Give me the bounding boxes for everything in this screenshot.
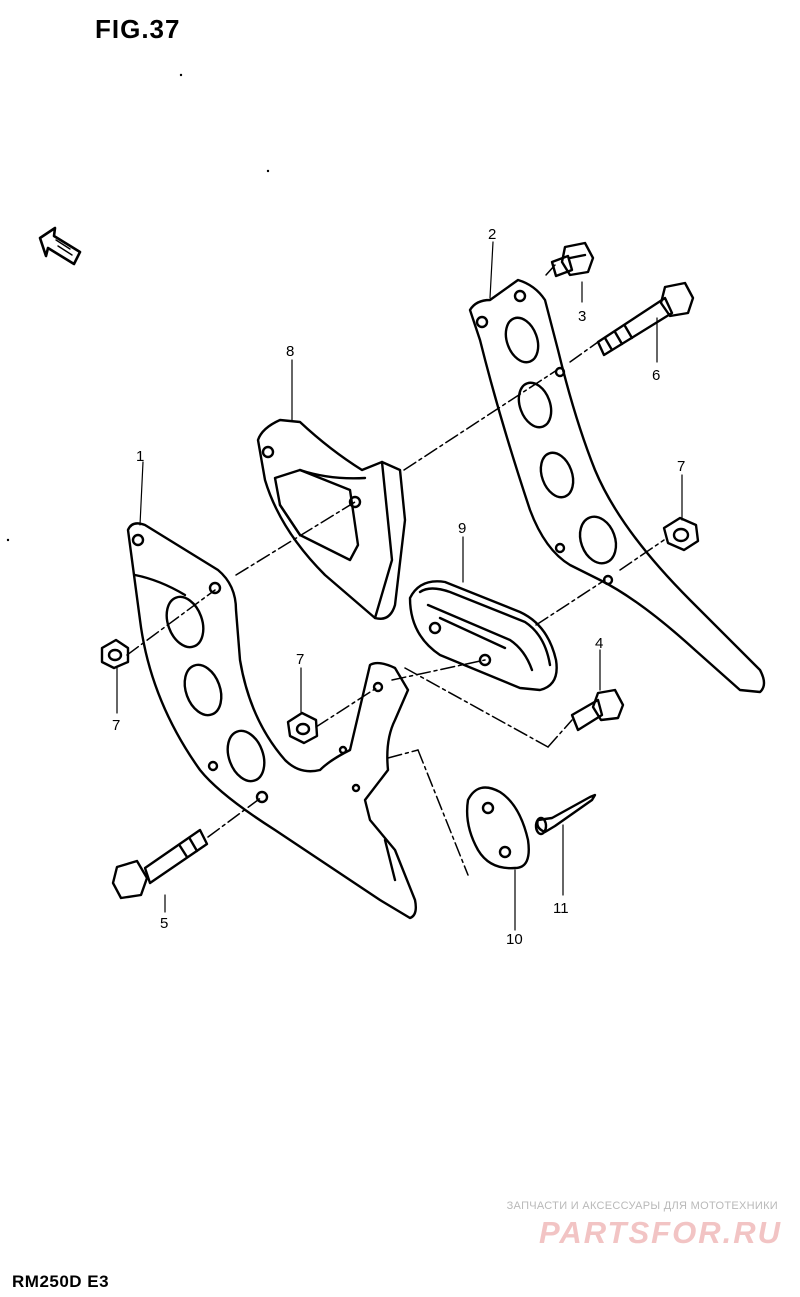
callout-2: 2	[488, 226, 496, 243]
part-11-rivet	[534, 793, 597, 836]
callout-labels: 1 2 3 4 5 6 7 7 7 8 9 10 11	[112, 226, 685, 948]
callout-7-left: 7	[112, 717, 120, 734]
callout-4: 4	[595, 635, 603, 652]
stray-dots	[6, 73, 270, 542]
watermark-tagline: ЗАПЧАСТИ И АКСЕССУАРЫ ДЛЯ МОТОТЕХНИКИ	[506, 1200, 778, 1212]
part-7-nut-right	[662, 516, 700, 552]
part-9-rubber-cushion	[408, 580, 558, 692]
callout-6: 6	[652, 367, 660, 384]
callout-1: 1	[136, 448, 144, 465]
leader-lines	[116, 241, 683, 931]
callout-10: 10	[506, 931, 523, 948]
part-1-left-plate	[126, 522, 418, 920]
front-direction-arrow-icon	[38, 226, 82, 266]
part-7-nut-left	[100, 638, 130, 670]
part-8-spacer-block	[256, 418, 407, 620]
part-3-flange-bolt	[550, 241, 595, 278]
callout-3: 3	[578, 308, 586, 325]
part-4-bolt	[570, 688, 625, 732]
part-5-long-bolt-lower	[111, 828, 209, 900]
part-10-washer-plate	[465, 786, 530, 870]
callout-7-right: 7	[677, 458, 685, 475]
part-7-nut-center	[286, 711, 319, 745]
callout-11: 11	[553, 900, 569, 917]
callout-7-center: 7	[296, 651, 304, 668]
assembly-lines	[126, 264, 665, 876]
callout-9: 9	[458, 520, 466, 537]
figure-title: FIG.37	[95, 14, 181, 44]
watermark-logo: PARTSFOR.RU	[538, 1215, 782, 1250]
callout-8: 8	[286, 343, 294, 360]
part-6-long-bolt	[596, 281, 695, 357]
part-2-right-plate	[468, 278, 766, 694]
model-code: RM250D E3	[12, 1272, 110, 1291]
callout-5: 5	[160, 915, 168, 932]
